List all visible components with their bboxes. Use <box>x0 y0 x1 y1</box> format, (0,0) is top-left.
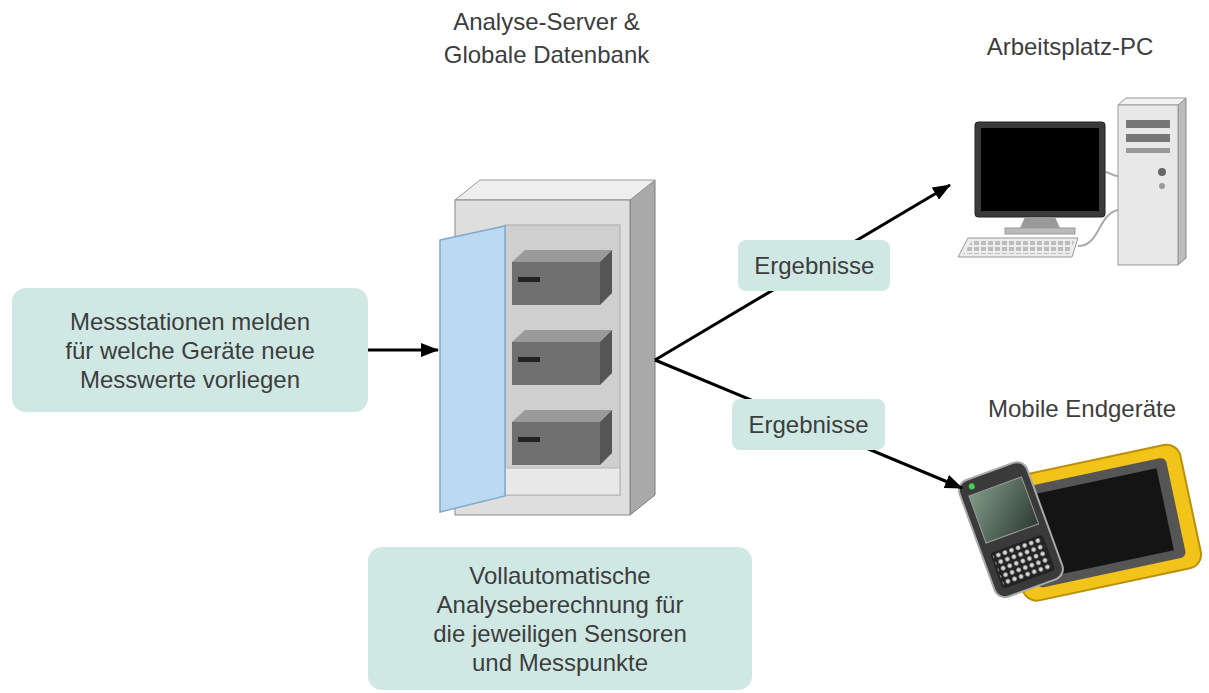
device-heading: Mobile Endgeräte <box>952 392 1209 425</box>
analysis-box: Vollautomatische Analyseberechnung für d… <box>368 547 752 690</box>
server-cabinet <box>440 180 655 515</box>
edge-label: Ergebnisse <box>738 240 890 291</box>
edge-label: Ergebnisse <box>732 399 884 450</box>
mobile-devices <box>956 442 1204 603</box>
device-heading: Analyse-Server & Globale Datenbank <box>422 5 672 71</box>
device-heading: Arbeitsplatz-PC <box>940 30 1200 63</box>
station-box: Messstationen melden für welche Geräte n… <box>12 288 368 412</box>
server-node: Analyse-Server & Globale Datenbank <box>438 0 655 520</box>
mobile-node: Mobile Endgeräte <box>962 392 1202 600</box>
box-text: Vollautomatische Analyseberechnung für d… <box>380 561 740 677</box>
desktop-pc <box>958 98 1186 265</box>
box-text: Messstationen melden für welche Geräte n… <box>24 307 356 394</box>
result-arrow <box>655 185 950 360</box>
result-arrow <box>368 349 438 352</box>
result-arrow <box>655 360 962 488</box>
pc-node: Arbeitsplatz-PC <box>950 30 1190 270</box>
